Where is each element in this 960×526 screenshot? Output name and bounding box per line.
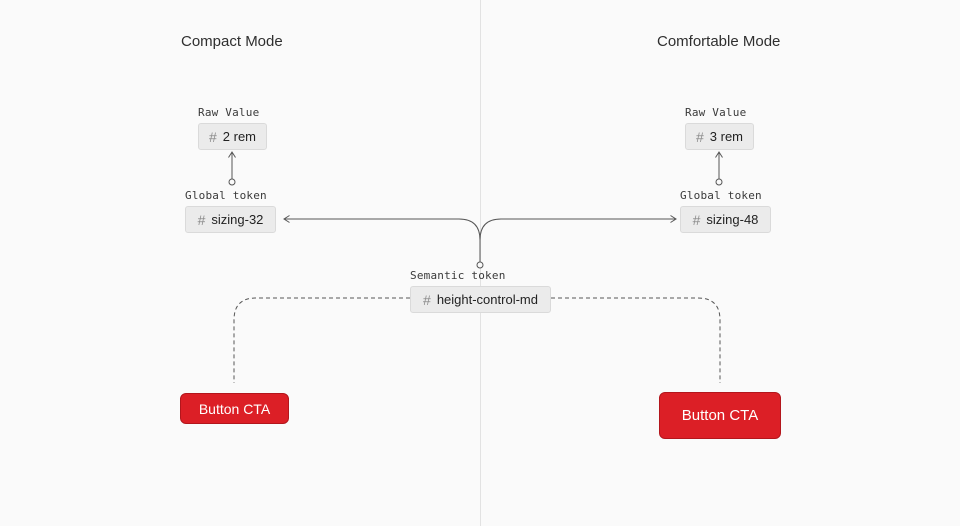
- comfortable-global-connector-dot: [715, 178, 723, 186]
- comfortable-raw-value-label: Raw Value: [685, 106, 747, 119]
- semantic-to-compact-global-line: [283, 215, 481, 262]
- compact-global-token-label: Global token: [185, 189, 267, 202]
- semantic-to-comfortable-button-dashed: [551, 297, 721, 383]
- compact-raw-value-chip: # 2 rem: [198, 123, 267, 150]
- compact-global-token-text: sizing-32: [211, 212, 264, 227]
- compact-raw-value-label: Raw Value: [198, 106, 260, 119]
- hash-icon: #: [695, 128, 704, 145]
- comfortable-mode-title: Comfortable Mode: [657, 33, 781, 50]
- comfortable-button-cta[interactable]: Button CTA: [659, 392, 781, 439]
- hash-icon: #: [208, 128, 217, 145]
- comfortable-global-token-chip: # sizing-48: [680, 206, 771, 233]
- comfortable-raw-value-chip: # 3 rem: [685, 123, 754, 150]
- hash-icon: #: [423, 291, 431, 308]
- hash-icon: #: [197, 211, 206, 228]
- compact-global-connector-dot: [228, 178, 236, 186]
- semantic-token-label: Semantic token: [410, 269, 506, 282]
- semantic-to-comfortable-global-line: [479, 215, 677, 262]
- comfortable-global-token-text: sizing-48: [706, 212, 759, 227]
- compact-mode-title: Compact Mode: [181, 33, 283, 50]
- compact-global-token-chip: # sizing-32: [185, 206, 276, 233]
- comfortable-global-token-label: Global token: [680, 189, 762, 202]
- semantic-connector-dot: [476, 261, 484, 269]
- compact-button-cta[interactable]: Button CTA: [180, 393, 289, 424]
- hash-icon: #: [692, 211, 701, 228]
- semantic-to-compact-button-dashed: [233, 297, 410, 383]
- semantic-token-text: height-control-md: [436, 292, 538, 307]
- semantic-token-chip: # height-control-md: [410, 286, 551, 313]
- comfortable-raw-value-text: 3 rem: [709, 129, 744, 144]
- compact-raw-value-text: 2 rem: [222, 129, 257, 144]
